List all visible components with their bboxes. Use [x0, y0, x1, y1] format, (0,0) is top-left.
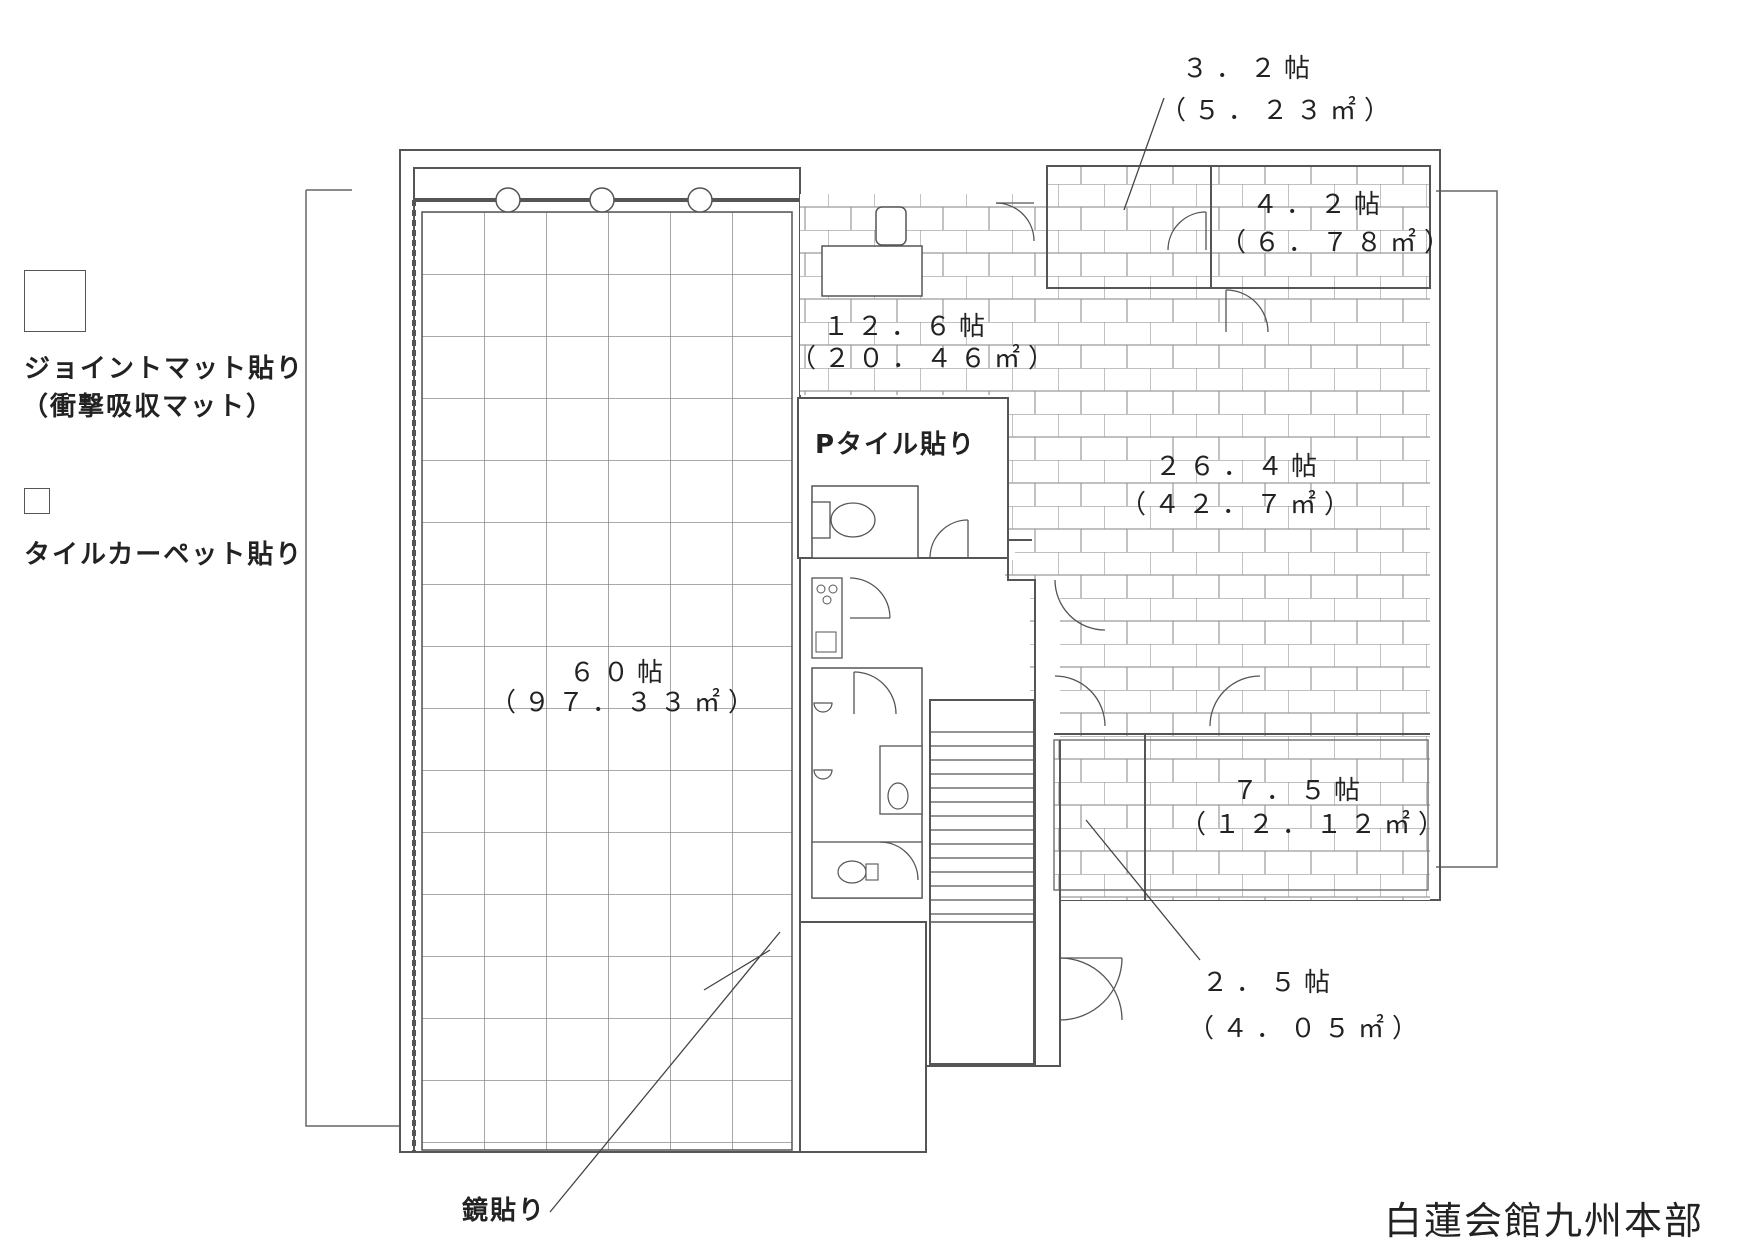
office-area: （２０．４６㎡） — [790, 344, 1063, 374]
door-swing — [1059, 957, 1123, 1021]
wash-basin — [887, 782, 909, 810]
room-b-wall — [1210, 165, 1431, 289]
room-c-tatami: ７．５帖 — [1231, 776, 1368, 806]
toilet — [837, 860, 867, 884]
core-wall — [799, 539, 1036, 1067]
kitchen-sink — [815, 631, 837, 653]
leader-line — [1123, 97, 1165, 211]
right-outer-wall — [1436, 190, 1498, 868]
door-swing — [849, 577, 891, 619]
door-swing — [1054, 675, 1106, 727]
door-swing — [1054, 579, 1106, 631]
legend-tile-carpet-label: タイルカーペット貼り — [24, 540, 304, 570]
door-swing — [853, 671, 897, 715]
room-a-wall — [1046, 165, 1212, 289]
door-swing — [879, 841, 919, 881]
light-fixture — [495, 187, 521, 213]
door-swing — [1059, 957, 1123, 1021]
door-swing — [1209, 675, 1261, 727]
legend-joint-mat-swatch — [24, 270, 86, 332]
mirror-label: 鏡貼り — [462, 1196, 547, 1226]
left-outer-wall — [305, 189, 400, 1127]
chair — [875, 206, 907, 246]
room-d-tatami: ２．５帖 — [1201, 968, 1338, 998]
office-tatami: １２．６帖 — [822, 312, 993, 342]
urinal — [813, 702, 833, 713]
stair-treads — [930, 731, 1034, 915]
main-room-tatami: ２６．４帖 — [1154, 452, 1325, 482]
desk — [821, 245, 923, 297]
legend-tile-carpet-swatch — [24, 488, 50, 514]
door-swing — [1225, 289, 1269, 333]
door-swing — [1167, 211, 1207, 251]
stairs — [929, 699, 1035, 1065]
legend-joint-mat-label: ジョイントマット貼り — [24, 354, 305, 384]
building-name: 白蓮会館九州本部 — [1384, 1199, 1705, 1243]
leader-line — [703, 949, 771, 991]
room-a-tatami: ３．２帖 — [1181, 54, 1318, 84]
room-a-area: （５．２３㎡） — [1160, 96, 1399, 126]
toilet-tank — [811, 501, 831, 539]
urinal — [813, 769, 833, 780]
door-swing — [929, 519, 969, 559]
p-tile-label: Pタイル貼り — [815, 430, 977, 460]
leader-line — [1085, 819, 1201, 961]
room-d-area: （４．０５㎡） — [1188, 1014, 1427, 1044]
toilet — [830, 502, 876, 538]
room-c-area: （１２．１２㎡） — [1180, 810, 1453, 840]
main-room-area: （４２．７㎡） — [1120, 490, 1359, 520]
light-fixture — [687, 187, 713, 213]
leader-line — [549, 931, 781, 1213]
hall-floor — [421, 211, 793, 1151]
room-b-tatami: ４．２帖 — [1251, 190, 1388, 220]
room-c-floor — [1053, 739, 1429, 891]
hall-tatami: ６０帖 — [568, 658, 671, 688]
legend-joint-mat-sub: （衝撃吸収マット） — [22, 392, 275, 422]
room-b-area: （６．７８㎡） — [1220, 228, 1459, 258]
hall-area: （９７．３３㎡） — [490, 688, 763, 718]
light-fixture — [589, 187, 615, 213]
